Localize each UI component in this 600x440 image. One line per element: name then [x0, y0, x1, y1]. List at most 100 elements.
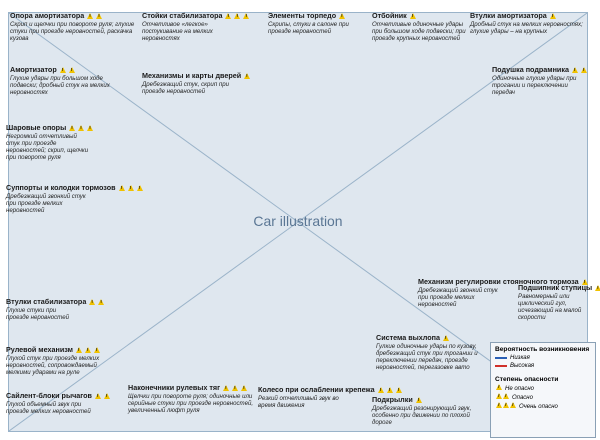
label-title-text: Подкрылки	[372, 395, 413, 404]
label-bump-stop: ОтбойникОтчетливые одиночные удары при б…	[372, 12, 468, 43]
warning-icon	[118, 185, 125, 191]
label-description: Щелчки при повороте руля; одиночные или …	[128, 393, 254, 414]
label-title-text: Наконечники рулевых тяг	[128, 383, 221, 392]
warning-icon	[503, 393, 509, 399]
legend-label: Высокая	[510, 363, 535, 369]
warning-icon	[87, 125, 94, 131]
warning-icon	[225, 13, 232, 19]
warning-icon	[496, 384, 502, 390]
warning-icon	[496, 402, 502, 408]
label-shock-absorber: АмортизаторГлухие удары при большом ходе…	[10, 65, 110, 97]
warning-icon	[84, 347, 91, 353]
label-title: Сайлент-блоки рычагов	[6, 391, 110, 400]
label-description: Одиночные глухие удары при трогании и пе…	[492, 75, 577, 96]
image-placeholder-label: Car illustration	[253, 213, 342, 229]
label-title-text: Рулевой механизм	[6, 345, 73, 354]
legend-prob-low: Низкая	[495, 354, 591, 362]
label-brake-mechanism: Механизм регулировки стояночного тормоза…	[418, 278, 588, 308]
warning-icon	[69, 125, 76, 131]
warning-icon	[96, 13, 103, 19]
label-title-text: Элементы торпедо	[268, 11, 337, 20]
label-steering: Рулевой механизмГлухой стук при проезде …	[6, 346, 114, 376]
warning-icon	[415, 397, 422, 403]
warning-icon	[223, 385, 230, 391]
label-description: Дробный стук на мелких неровностях; глух…	[470, 21, 583, 35]
label-description: Скрипы, стуки в салоне при проезде неров…	[268, 21, 349, 35]
warning-icon	[68, 67, 75, 73]
warning-icon	[409, 13, 416, 19]
warning-icon	[580, 67, 587, 73]
label-title: Механизмы и карты дверей	[142, 71, 251, 80]
warning-icon	[127, 185, 134, 191]
label-exhaust: Система выхлопаГулкие одиночные удары по…	[376, 334, 486, 372]
warning-icon	[243, 13, 250, 19]
label-title-text: Подшипник ступицы	[518, 283, 593, 292]
label-description: Глухой стук при проезде мелких неровност…	[6, 355, 100, 376]
warning-icon	[377, 387, 384, 393]
label-door-mechanisms: Механизмы и карты дверейДребезжащий стук…	[142, 71, 251, 95]
warning-icon	[78, 125, 85, 131]
legend-danger-3: Очень опасно	[495, 402, 591, 411]
label-mudguards: ПодкрылкиДребезжащий резонирующий звук, …	[372, 396, 484, 427]
warning-icons	[495, 393, 509, 402]
label-arm-bushings: Сайлент-блоки рычаговГлухой объемный зву…	[6, 391, 110, 415]
label-description: Отчетливое «легкое» постукивание на мелк…	[142, 21, 213, 42]
label-title-text: Опора амортизатора	[10, 11, 85, 20]
legend-probability-title: Вероятность возникновения	[495, 346, 590, 353]
label-title: Рулевой механизм	[6, 346, 114, 354]
label-loose-wheel: Колесо при ослаблении крепежаРезкий отче…	[258, 386, 402, 409]
label-description: Глухие стуки при проезде неровностей	[6, 307, 70, 321]
label-title: Элементы торпедо	[268, 12, 366, 20]
legend-prob-high: Высокая	[495, 362, 591, 370]
warning-icons	[495, 402, 516, 411]
legend-danger-1: Не опасно	[495, 384, 591, 393]
legend-danger-title: Степень опасности	[495, 376, 559, 383]
warning-icon	[103, 393, 110, 399]
label-title-text: Шаровые опоры	[6, 123, 67, 132]
label-title-text: Амортизатор	[10, 65, 57, 74]
label-title-text: Механизмы и карты дверей	[142, 71, 242, 80]
legend-line-swatch	[495, 365, 507, 367]
warning-icon	[581, 279, 588, 285]
legend-label: Не опасно	[505, 385, 534, 392]
label-title: Система выхлопа	[376, 334, 486, 342]
warning-icon	[571, 67, 578, 73]
warning-icon	[496, 393, 502, 399]
label-description: Дребезжащий стук, скрип при проезде неро…	[142, 81, 229, 95]
warning-icon	[93, 347, 100, 353]
label-title-text: Колесо при ослаблении крепежа	[258, 385, 375, 394]
label-title: Подкрылки	[372, 396, 484, 404]
legend-line-swatch	[495, 357, 507, 359]
label-title: Механизм регулировки стояночного тормоза	[418, 278, 588, 286]
warning-icons	[495, 384, 502, 393]
label-title: Втулки амортизатора	[470, 12, 590, 20]
legend-label: Очень опасно	[519, 403, 558, 410]
label-title-text: Втулки стабилизатора	[6, 297, 87, 306]
label-title: Стойки стабилизатора	[142, 12, 250, 20]
label-description: Резкий отчетливый звук во время движения	[258, 395, 339, 409]
warning-icon	[339, 13, 346, 19]
label-title: Колесо при ослаблении крепежа	[258, 386, 402, 394]
label-hub-bearing: Подшипник ступицыРавномерный или цикличе…	[518, 283, 600, 321]
label-description: Негромкий отчетливый стук при проезде не…	[6, 133, 89, 161]
warning-icon	[241, 385, 248, 391]
label-stabilizer-bushings: Втулки стабилизатораГлухие стуки при про…	[6, 298, 105, 321]
warning-icon	[59, 67, 66, 73]
label-title: Опора амортизатора	[10, 12, 138, 20]
warning-icon	[98, 299, 105, 305]
warning-icon	[232, 385, 239, 391]
legend: Вероятность возникновения Низкая Высокая…	[490, 342, 596, 438]
warning-icon	[503, 402, 509, 408]
label-title-text: Сайлент-блоки рычагов	[6, 391, 92, 400]
label-description: Глухой объемный звук при проезде мелких …	[6, 401, 91, 415]
warning-icon	[395, 387, 402, 393]
label-title-text: Стойки стабилизатора	[142, 11, 223, 20]
warning-icon	[89, 299, 96, 305]
label-stabilizer-links: Стойки стабилизатораОтчетливое «легкое» …	[142, 12, 250, 42]
label-title-text: Отбойник	[372, 11, 407, 20]
warning-icon	[244, 73, 251, 79]
label-title: Отбойник	[372, 12, 468, 20]
label-title-text: Подушка подрамника	[492, 65, 569, 74]
label-description: Глухие удары при большом ходе подвески; …	[10, 75, 110, 96]
label-description: Скрип и щелчки при повороте руля; глухие…	[10, 21, 135, 42]
